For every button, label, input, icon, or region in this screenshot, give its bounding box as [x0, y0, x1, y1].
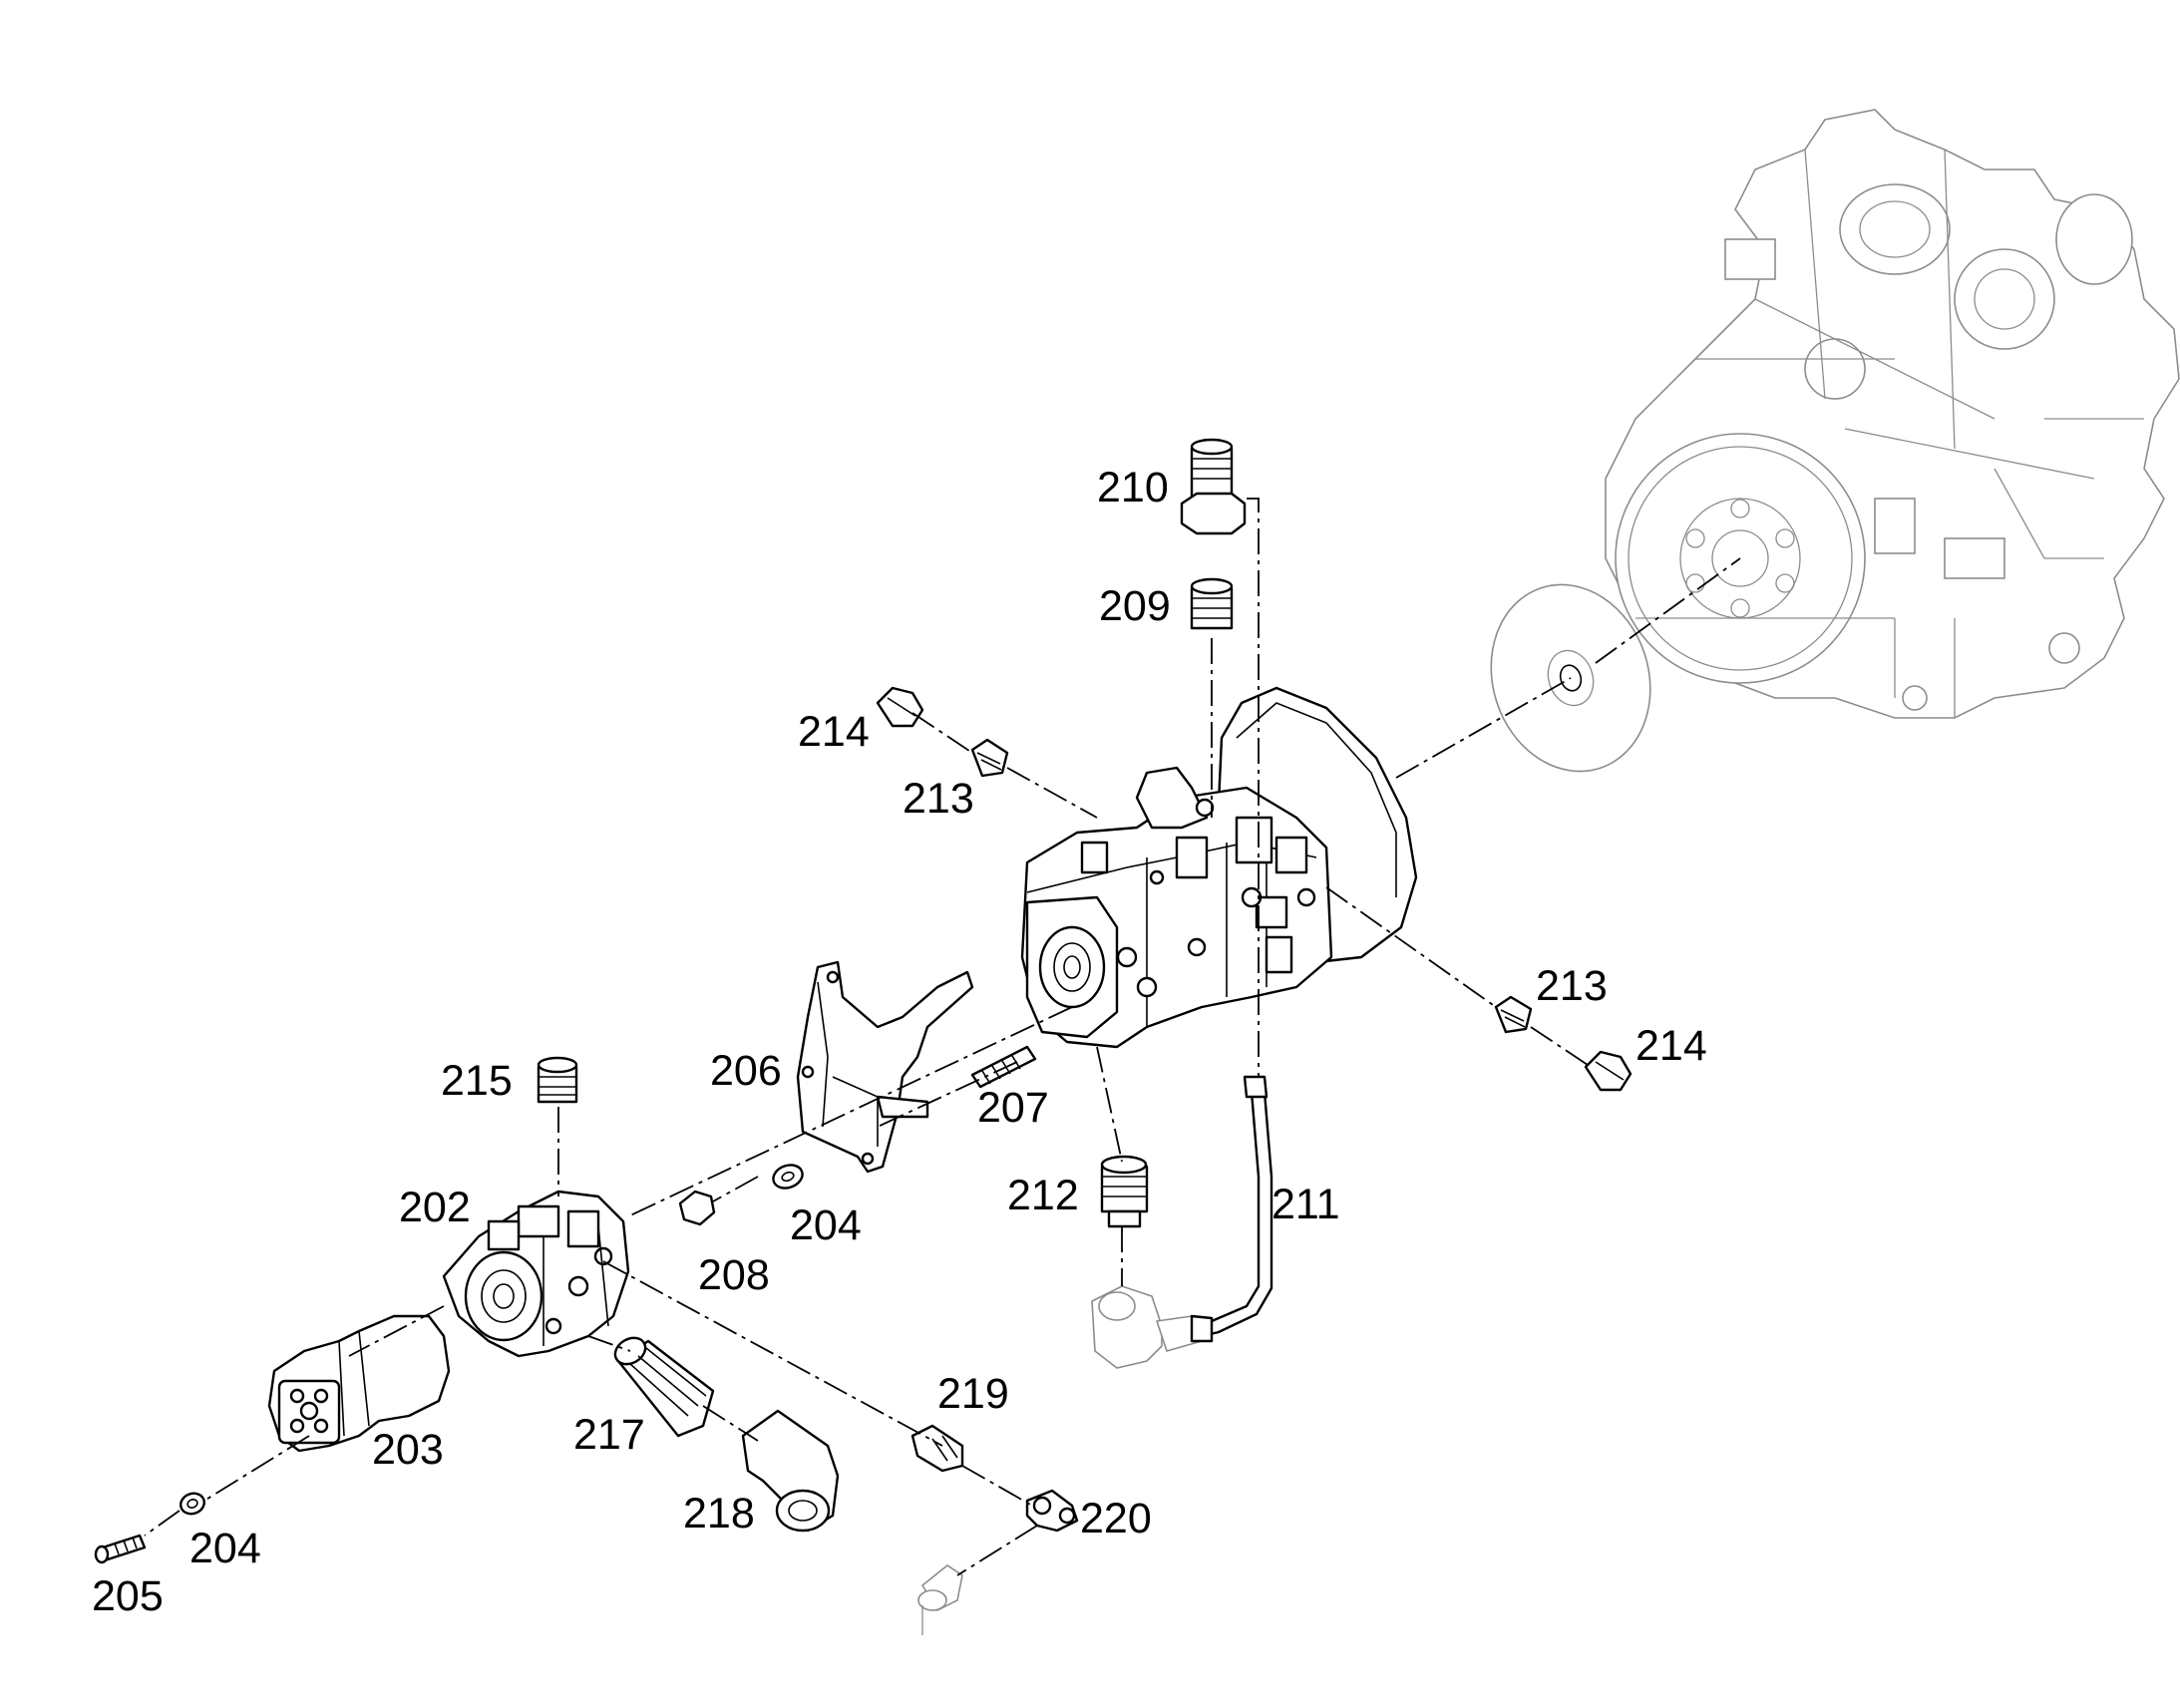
bolt-205 [94, 1534, 147, 1564]
plug-214-left [876, 686, 924, 728]
main-pump [1020, 686, 1418, 1049]
assembly-axis-lines [144, 498, 1741, 1576]
callout-215: 215 [441, 1057, 513, 1105]
callout-204: 204 [790, 1201, 862, 1249]
washer-204-lower [180, 1492, 205, 1516]
callout-214: 214 [1635, 1022, 1707, 1070]
callout-218: 218 [683, 1490, 755, 1537]
pump-203 [267, 1314, 451, 1453]
callout-209: 209 [1099, 582, 1171, 630]
callout-213: 213 [1536, 962, 1608, 1010]
callout-208: 208 [698, 1251, 770, 1299]
fitting-210 [1180, 438, 1247, 535]
nut-208 [678, 1190, 716, 1226]
callout-210: 210 [1097, 464, 1169, 512]
fitting-215 [537, 1056, 578, 1104]
pressure-sensor [917, 1564, 963, 1635]
plug-214-right [1584, 1050, 1633, 1092]
spring-207 [970, 1045, 1037, 1089]
callout-211: 211 [1272, 1181, 1340, 1228]
callout-202: 202 [399, 1184, 471, 1231]
fitting-209 [1190, 577, 1234, 630]
elbow-218 [741, 1409, 840, 1533]
tee-220 [1025, 1489, 1079, 1533]
callout-217: 217 [573, 1411, 645, 1459]
callout-207: 207 [977, 1084, 1049, 1132]
elbow-fitting [1091, 1285, 1204, 1369]
washer-204-upper [772, 1164, 804, 1190]
callout-206: 206 [710, 1047, 782, 1095]
callout-212: 212 [1007, 1172, 1079, 1219]
callout-203: 203 [372, 1426, 444, 1474]
fitting-213-left [970, 738, 1009, 778]
callout-labels: 210 209 214 213 213 214 215 206 207 212 … [92, 464, 1707, 1620]
fitting-213-right [1494, 995, 1533, 1034]
callout-220: 220 [1080, 1495, 1152, 1542]
callout-205: 205 [92, 1572, 164, 1620]
callout-204: 204 [189, 1525, 261, 1572]
engine-assembly [1605, 109, 2180, 719]
callout-214: 214 [798, 708, 870, 756]
callout-213: 213 [903, 775, 974, 823]
pump-202 [442, 1190, 630, 1358]
callout-219: 219 [937, 1370, 1009, 1418]
hose-211 [1190, 1075, 1273, 1343]
fitting-212 [1100, 1155, 1149, 1228]
bracket-206 [796, 960, 974, 1174]
